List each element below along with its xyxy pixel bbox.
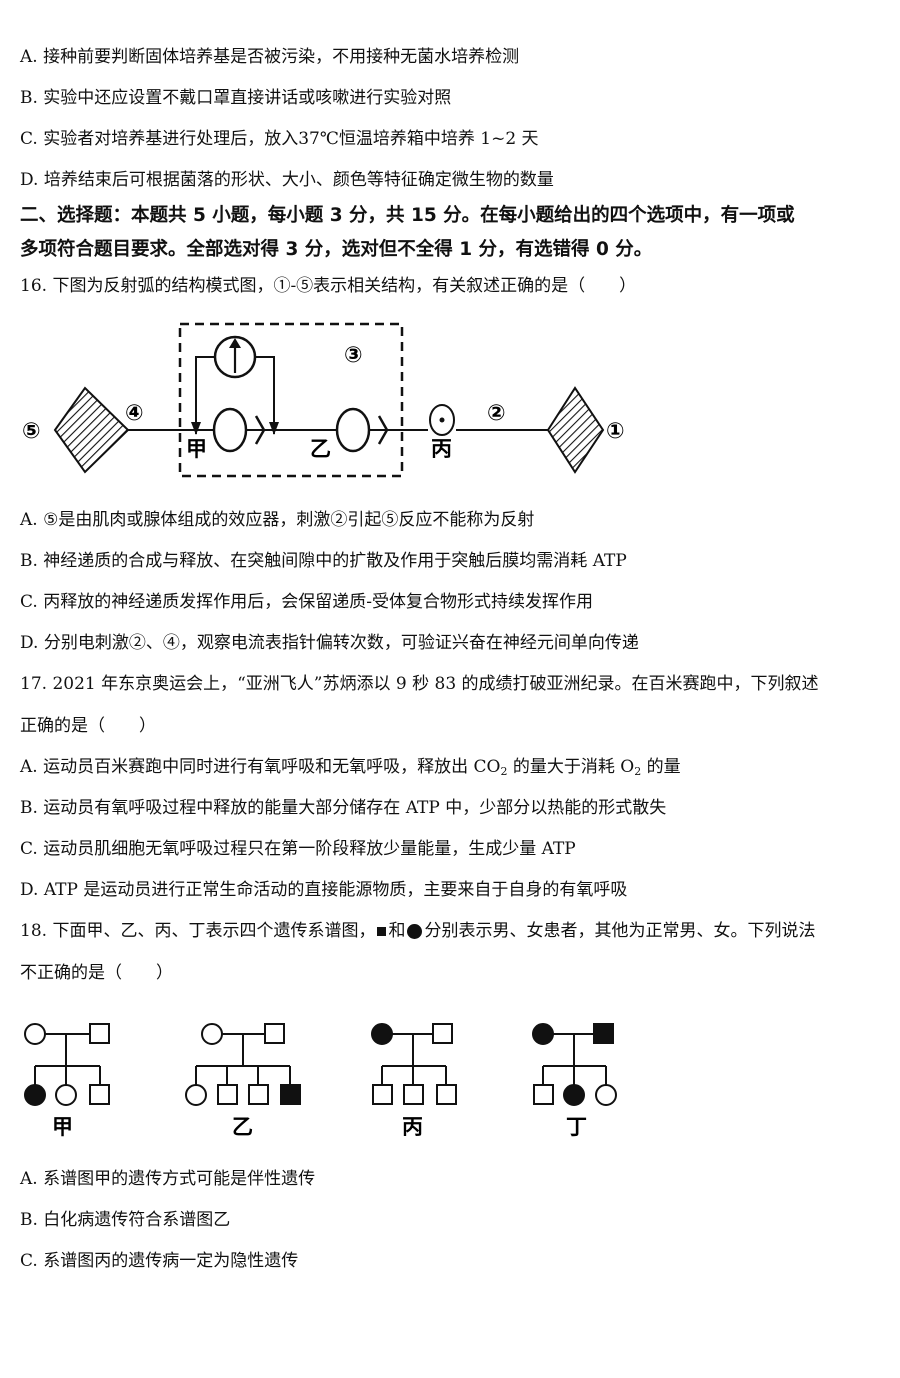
- pedigree-jia: [24, 1023, 110, 1106]
- label-yi: 乙: [310, 437, 331, 461]
- pedigree-bing: [371, 1023, 457, 1105]
- q17-option-a: A. 运动员百米赛跑中同时进行有氧呼吸和无氧呼吸，释放出 CO2 的量大于消耗 …: [20, 757, 681, 778]
- q15-option-a: A. 接种前要判断固体培养基是否被污染，不用接种无菌水培养检测: [20, 47, 520, 67]
- q18-option-b: B. 白化病遗传符合系谱图乙: [20, 1210, 231, 1230]
- affected-female-circle-icon: [407, 924, 423, 939]
- q16-option-c: C. 丙释放的神经递质发挥作用后，会保留递质-受体复合物形式持续发挥作用: [20, 592, 593, 612]
- q15-option-b: B. 实验中还应设置不戴口罩直接讲话或咳嗽进行实验对照: [20, 88, 452, 108]
- label-5: ⑤: [22, 419, 41, 444]
- pedigree-ding: [532, 1023, 617, 1106]
- neuron-body-jia: [212, 407, 248, 453]
- q17-stem-line2: 正确的是（ ）: [20, 716, 156, 736]
- pedigree-label-bing: 丙: [402, 1115, 423, 1139]
- pedigree-label-jia: 甲: [52, 1115, 73, 1139]
- neuron-body-yi: [335, 407, 371, 453]
- label-2: ②: [487, 401, 506, 426]
- q16-option-a: A. ⑤是由肌肉或腺体组成的效应器，刺激②引起⑤反应不能称为反射: [20, 510, 535, 530]
- reflex-arc-diagram: ⑤ ④ ③ ② ① 甲 乙 丙: [22, 322, 625, 478]
- label-jia: 甲: [186, 437, 207, 461]
- q17-stem-line1: 17. 2021 年东京奥运会上，“亚洲飞人”苏炳添以 9 秒 83 的成绩打破…: [20, 674, 819, 694]
- q18-option-c: C. 系谱图丙的遗传病一定为隐性遗传: [20, 1251, 299, 1271]
- neuron-center-box: [178, 322, 404, 478]
- q17-option-c: C. 运动员肌细胞无氧呼吸过程只在第一阶段释放少量能量，生成少量 ATP: [20, 839, 576, 859]
- pedigree-label-yi: 乙: [232, 1115, 253, 1139]
- q18-stem-line2: 不正确的是（ ）: [20, 963, 173, 983]
- q16-option-b: B. 神经递质的合成与释放、在突触间隙中的扩散及作用于突触后膜均需消耗 ATP: [20, 551, 627, 571]
- pedigree-diagrams: 甲 乙 丙 丁: [24, 1023, 617, 1139]
- q18-option-a: A. 系谱图甲的遗传方式可能是伴性遗传: [20, 1169, 316, 1189]
- label-3: ③: [344, 343, 363, 368]
- affected-male-square-icon: [377, 927, 387, 936]
- q17-option-d: D. ATP 是运动员进行正常生命活动的直接能源物质，主要来自于自身的有氧呼吸: [20, 880, 628, 900]
- pedigree-yi: [185, 1023, 301, 1106]
- structure-5-shape: [53, 386, 130, 474]
- q16-option-d: D. 分别电刺激②、④，观察电流表指针偏转次数，可验证兴奋在神经元间单向传递: [20, 633, 639, 653]
- label-bing: 丙: [431, 437, 452, 461]
- q15-option-d: D. 培养结束后可根据菌落的形状、大小、颜色等特征确定微生物的数量: [20, 170, 554, 190]
- q18-stem-line1: 18. 下面甲、乙、丙、丁表示四个遗传系谱图，和分别表示男、女患者，其他为正常男…: [20, 921, 816, 941]
- q15-option-c: C. 实验者对培养基进行处理后，放入37℃恒温培养箱中培养 1~2 天: [20, 129, 539, 149]
- structure-1-shape: [546, 386, 605, 474]
- label-4: ④: [125, 401, 144, 426]
- pedigree-label-ding: 丁: [566, 1115, 587, 1139]
- section2-heading-line2: 多项符合题目要求。全部选对得 3 分，选对但不全得 1 分，有选错得 0 分。: [20, 239, 653, 260]
- q16-stem: 16. 下图为反射弧的结构模式图，①-⑤表示相关结构，有关叙述正确的是（ ）: [20, 276, 637, 296]
- q17-option-b: B. 运动员有氧呼吸过程中释放的能量大部分储存在 ATP 中，少部分以热能的形式…: [20, 798, 667, 818]
- section2-heading-line1: 二、选择题：本题共 5 小题，每小题 3 分，共 15 分。在每小题给出的四个选…: [20, 205, 795, 226]
- label-1: ①: [606, 419, 625, 444]
